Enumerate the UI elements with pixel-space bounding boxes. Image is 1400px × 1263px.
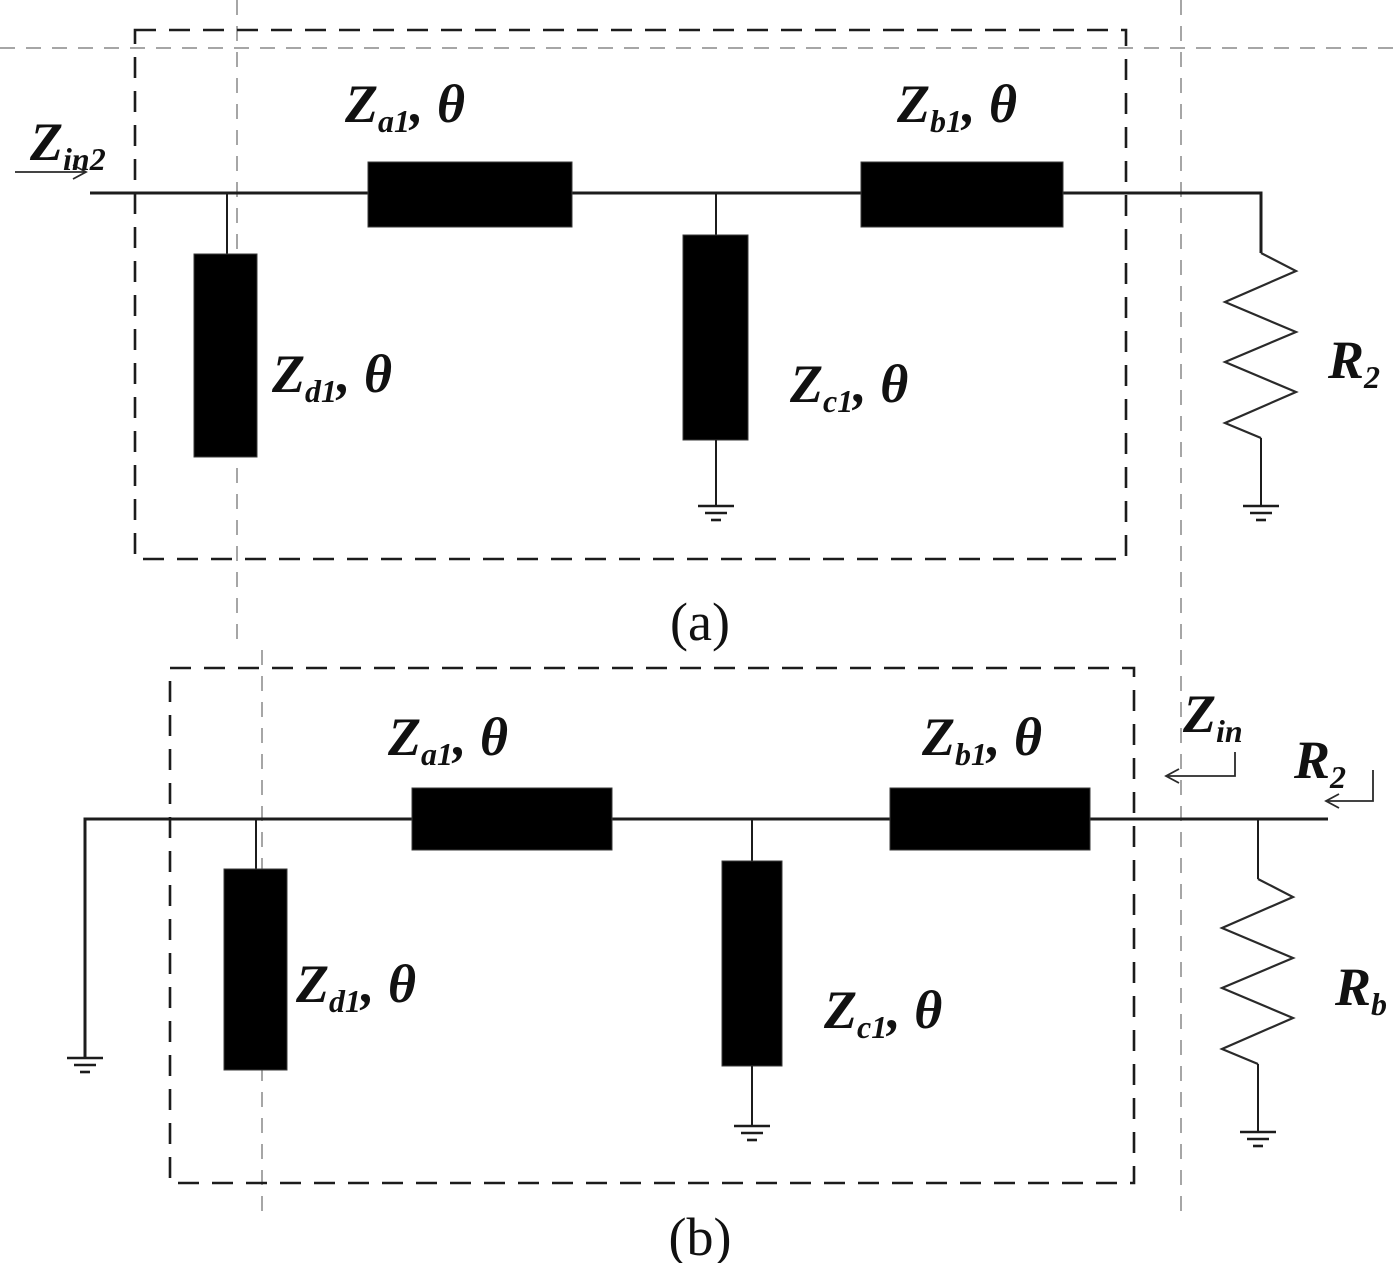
r2-label-a: R2	[1327, 330, 1380, 395]
zin2-label: Zin2	[29, 112, 106, 177]
ground-icon-zc1-a	[698, 504, 734, 522]
rb-label: Rb	[1334, 957, 1387, 1022]
stub-zd1-a	[193, 253, 258, 458]
tline-za1-b	[411, 787, 613, 851]
zc1-label-a: Zc1, θ	[789, 354, 908, 419]
zin-arrowhead-icon	[1164, 768, 1180, 784]
r2-ref-arrow	[1324, 770, 1374, 809]
ground-icon-zc1-b	[734, 1124, 770, 1142]
resistor-rb-icon	[1219, 878, 1296, 1066]
zin2-arrowhead-icon	[72, 164, 88, 180]
r2-ref-label-b: R2	[1293, 730, 1346, 795]
ground-icon-left-b	[67, 1056, 103, 1074]
zb1-label-a: Zb1, θ	[896, 74, 1017, 139]
zin-label: Zin	[1182, 684, 1243, 749]
zd1-label-a: Zd1, θ	[271, 344, 392, 409]
stub-zd1-b	[223, 868, 288, 1071]
tline-za1-a	[367, 161, 573, 228]
diagram-b: Za1, θ Zb1, θ Zd1, θ Zc1, θ Zin R2 Rb (b…	[67, 666, 1387, 1263]
zin2-arrow	[15, 164, 88, 180]
zin-arrow	[1164, 752, 1236, 784]
main-wire-a	[90, 191, 1263, 253]
diagram-a: Zin2 Za1, θ Zb1, θ Zd1, θ Zc1, θ R2 (a)	[15, 28, 1380, 652]
r2-ref-arrow-shaft	[1328, 770, 1374, 802]
stub-zc1-a	[682, 234, 749, 441]
resistor-r2-a-icon	[1222, 252, 1299, 440]
caption-b: (b)	[669, 1207, 732, 1263]
network-boundary-box-a	[133, 28, 1128, 561]
zb1-label-b: Zb1, θ	[921, 707, 1042, 772]
stub-zc1-b	[721, 860, 783, 1067]
ground-icon-r2-a	[1243, 504, 1279, 522]
zc1-label-b: Zc1, θ	[823, 980, 942, 1045]
za1-label-b: Za1, θ	[387, 707, 508, 772]
tline-zb1-b	[889, 787, 1091, 851]
zin-arrow-shaft	[1168, 752, 1236, 777]
caption-a: (a)	[670, 592, 730, 652]
ground-icon-rb	[1240, 1130, 1276, 1148]
network-boundary-box-b	[168, 666, 1136, 1185]
tline-zb1-a	[860, 161, 1064, 228]
r2-ref-arrowhead-icon	[1324, 793, 1340, 809]
za1-label-a: Za1, θ	[344, 74, 465, 139]
zd1-label-b: Zd1, θ	[295, 954, 416, 1019]
